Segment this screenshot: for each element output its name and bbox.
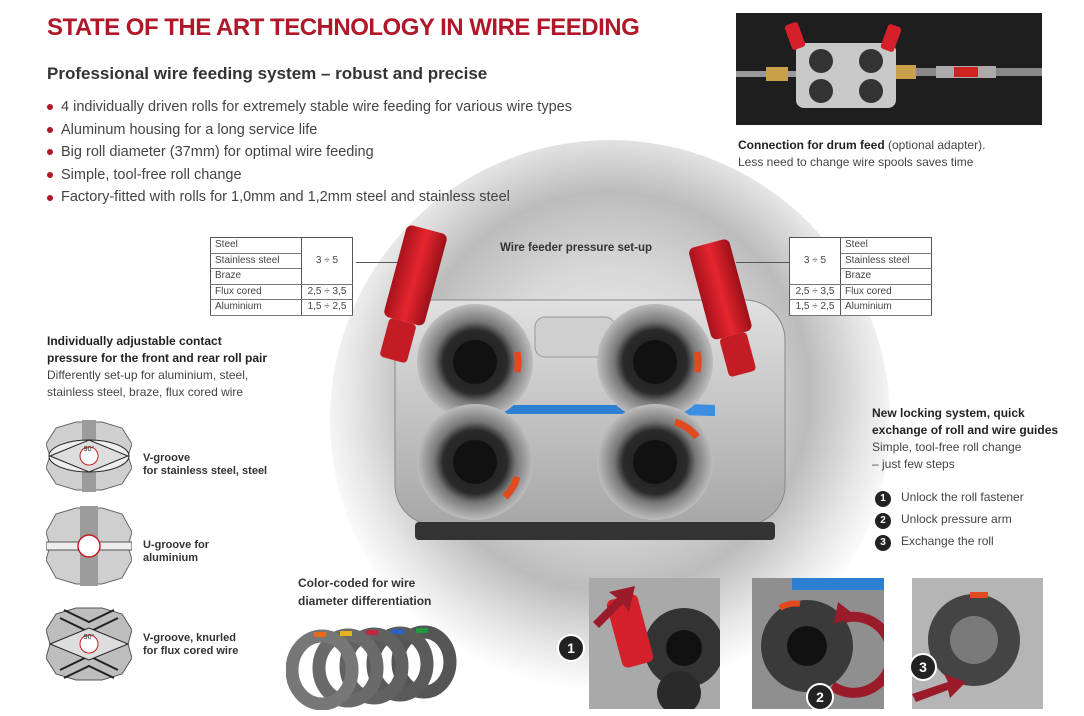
feature-list: 4 individually driven rolls for extremel… xyxy=(47,96,572,209)
color-coded-rolls-photo xyxy=(285,620,458,715)
pressure-setup-label: Wire feeder pressure set-up xyxy=(500,242,653,254)
step-1-badge: 1 xyxy=(557,634,585,662)
bullet-icon xyxy=(47,149,53,156)
feature-item: Aluminum housing for a long service life xyxy=(47,119,572,142)
feature-item: Factory-fitted with rolls for 1,0mm and … xyxy=(47,186,572,209)
color-coded-caption: Color-coded for wire diameter differenti… xyxy=(298,576,432,608)
locking-system-caption: New locking system, quick exchange of ro… xyxy=(872,406,1059,471)
step-number-3-icon: 3 xyxy=(875,535,891,551)
step-2-badge: 2 xyxy=(806,683,834,711)
bullet-icon xyxy=(47,171,53,178)
step-number-2-icon: 2 xyxy=(875,513,891,529)
drum-feed-caption: Connection for drum feed (optional adapt… xyxy=(738,138,986,169)
step-3-photo xyxy=(912,578,1043,709)
v-groove-angle-label: 90° xyxy=(84,445,95,453)
knurled-v-groove-diagram: 90° xyxy=(45,606,133,687)
page-title: STATE OF THE ART TECHNOLOGY IN WIRE FEED… xyxy=(47,14,640,41)
leader-line xyxy=(736,262,789,263)
feature-item: Big roll diameter (37mm) for optimal wir… xyxy=(47,141,572,164)
contact-pressure-caption: Individually adjustable contact pressure… xyxy=(47,334,268,399)
page-subtitle: Professional wire feeding system – robus… xyxy=(47,64,488,83)
feature-item: Simple, tool-free roll change xyxy=(47,164,572,187)
leader-line xyxy=(356,262,406,263)
u-groove-label: U-groove for aluminium xyxy=(143,539,209,564)
wire-feeder-illustration xyxy=(345,222,790,552)
v-groove-diagram: 90° xyxy=(45,420,133,497)
bullet-icon xyxy=(47,194,53,201)
v-groove-label: V-groove for stainless steel, steel xyxy=(143,452,268,477)
step-number-1-icon: 1 xyxy=(875,491,891,507)
u-groove-diagram xyxy=(45,506,133,591)
bullet-icon xyxy=(47,104,53,111)
step-1-photo xyxy=(589,578,720,709)
knurled-groove-angle-label: 90° xyxy=(84,633,95,641)
knurled-groove-label: V-groove, knurled for flux cored wire xyxy=(143,632,239,657)
bullet-icon xyxy=(47,126,53,133)
step-3-badge: 3 xyxy=(909,653,937,681)
feature-item: 4 individually driven rolls for extremel… xyxy=(47,96,572,119)
drum-feed-photo xyxy=(736,13,1042,125)
